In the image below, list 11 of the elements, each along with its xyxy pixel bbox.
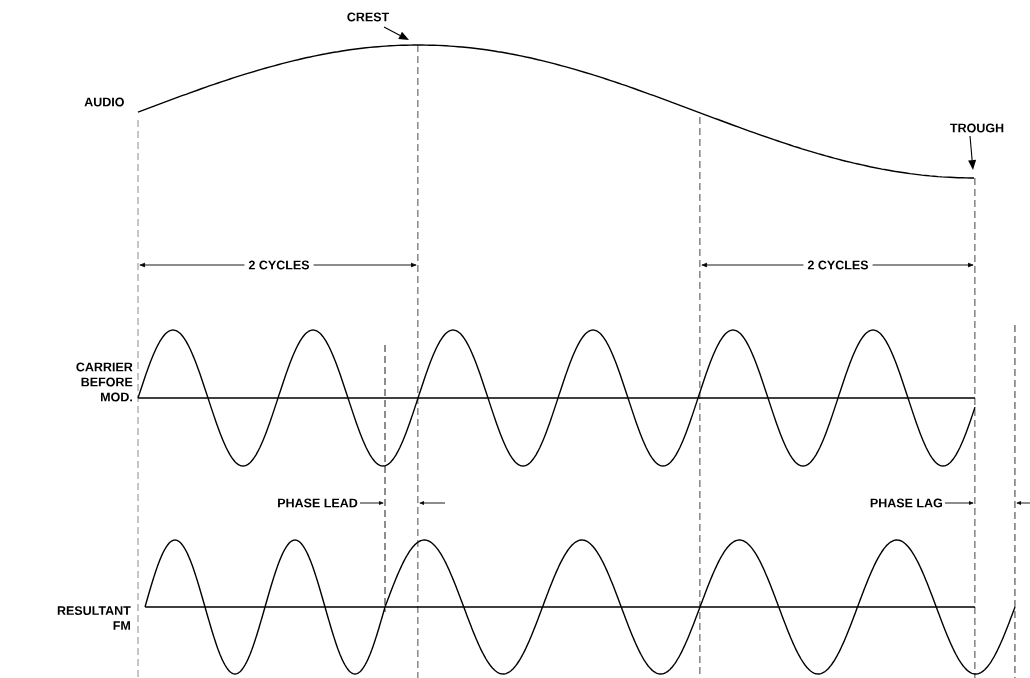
dimension-label: PHASE LAG [870,498,943,508]
dimension-label: 2 CYCLES [244,257,314,273]
waveform-label: AUDIO [84,97,124,107]
leader-line [383,26,409,40]
waveform-label: CARRIER BEFORE MOD. [76,362,133,402]
waveform-label: RESULTANT FM [57,606,131,630]
dimension-label: PHASE LEAD [278,498,358,508]
callout-label: CREST [347,12,390,22]
callout-label: TROUGH [950,123,1004,133]
leader-line [968,135,977,170]
dimension-label: 2 CYCLES [803,257,873,273]
